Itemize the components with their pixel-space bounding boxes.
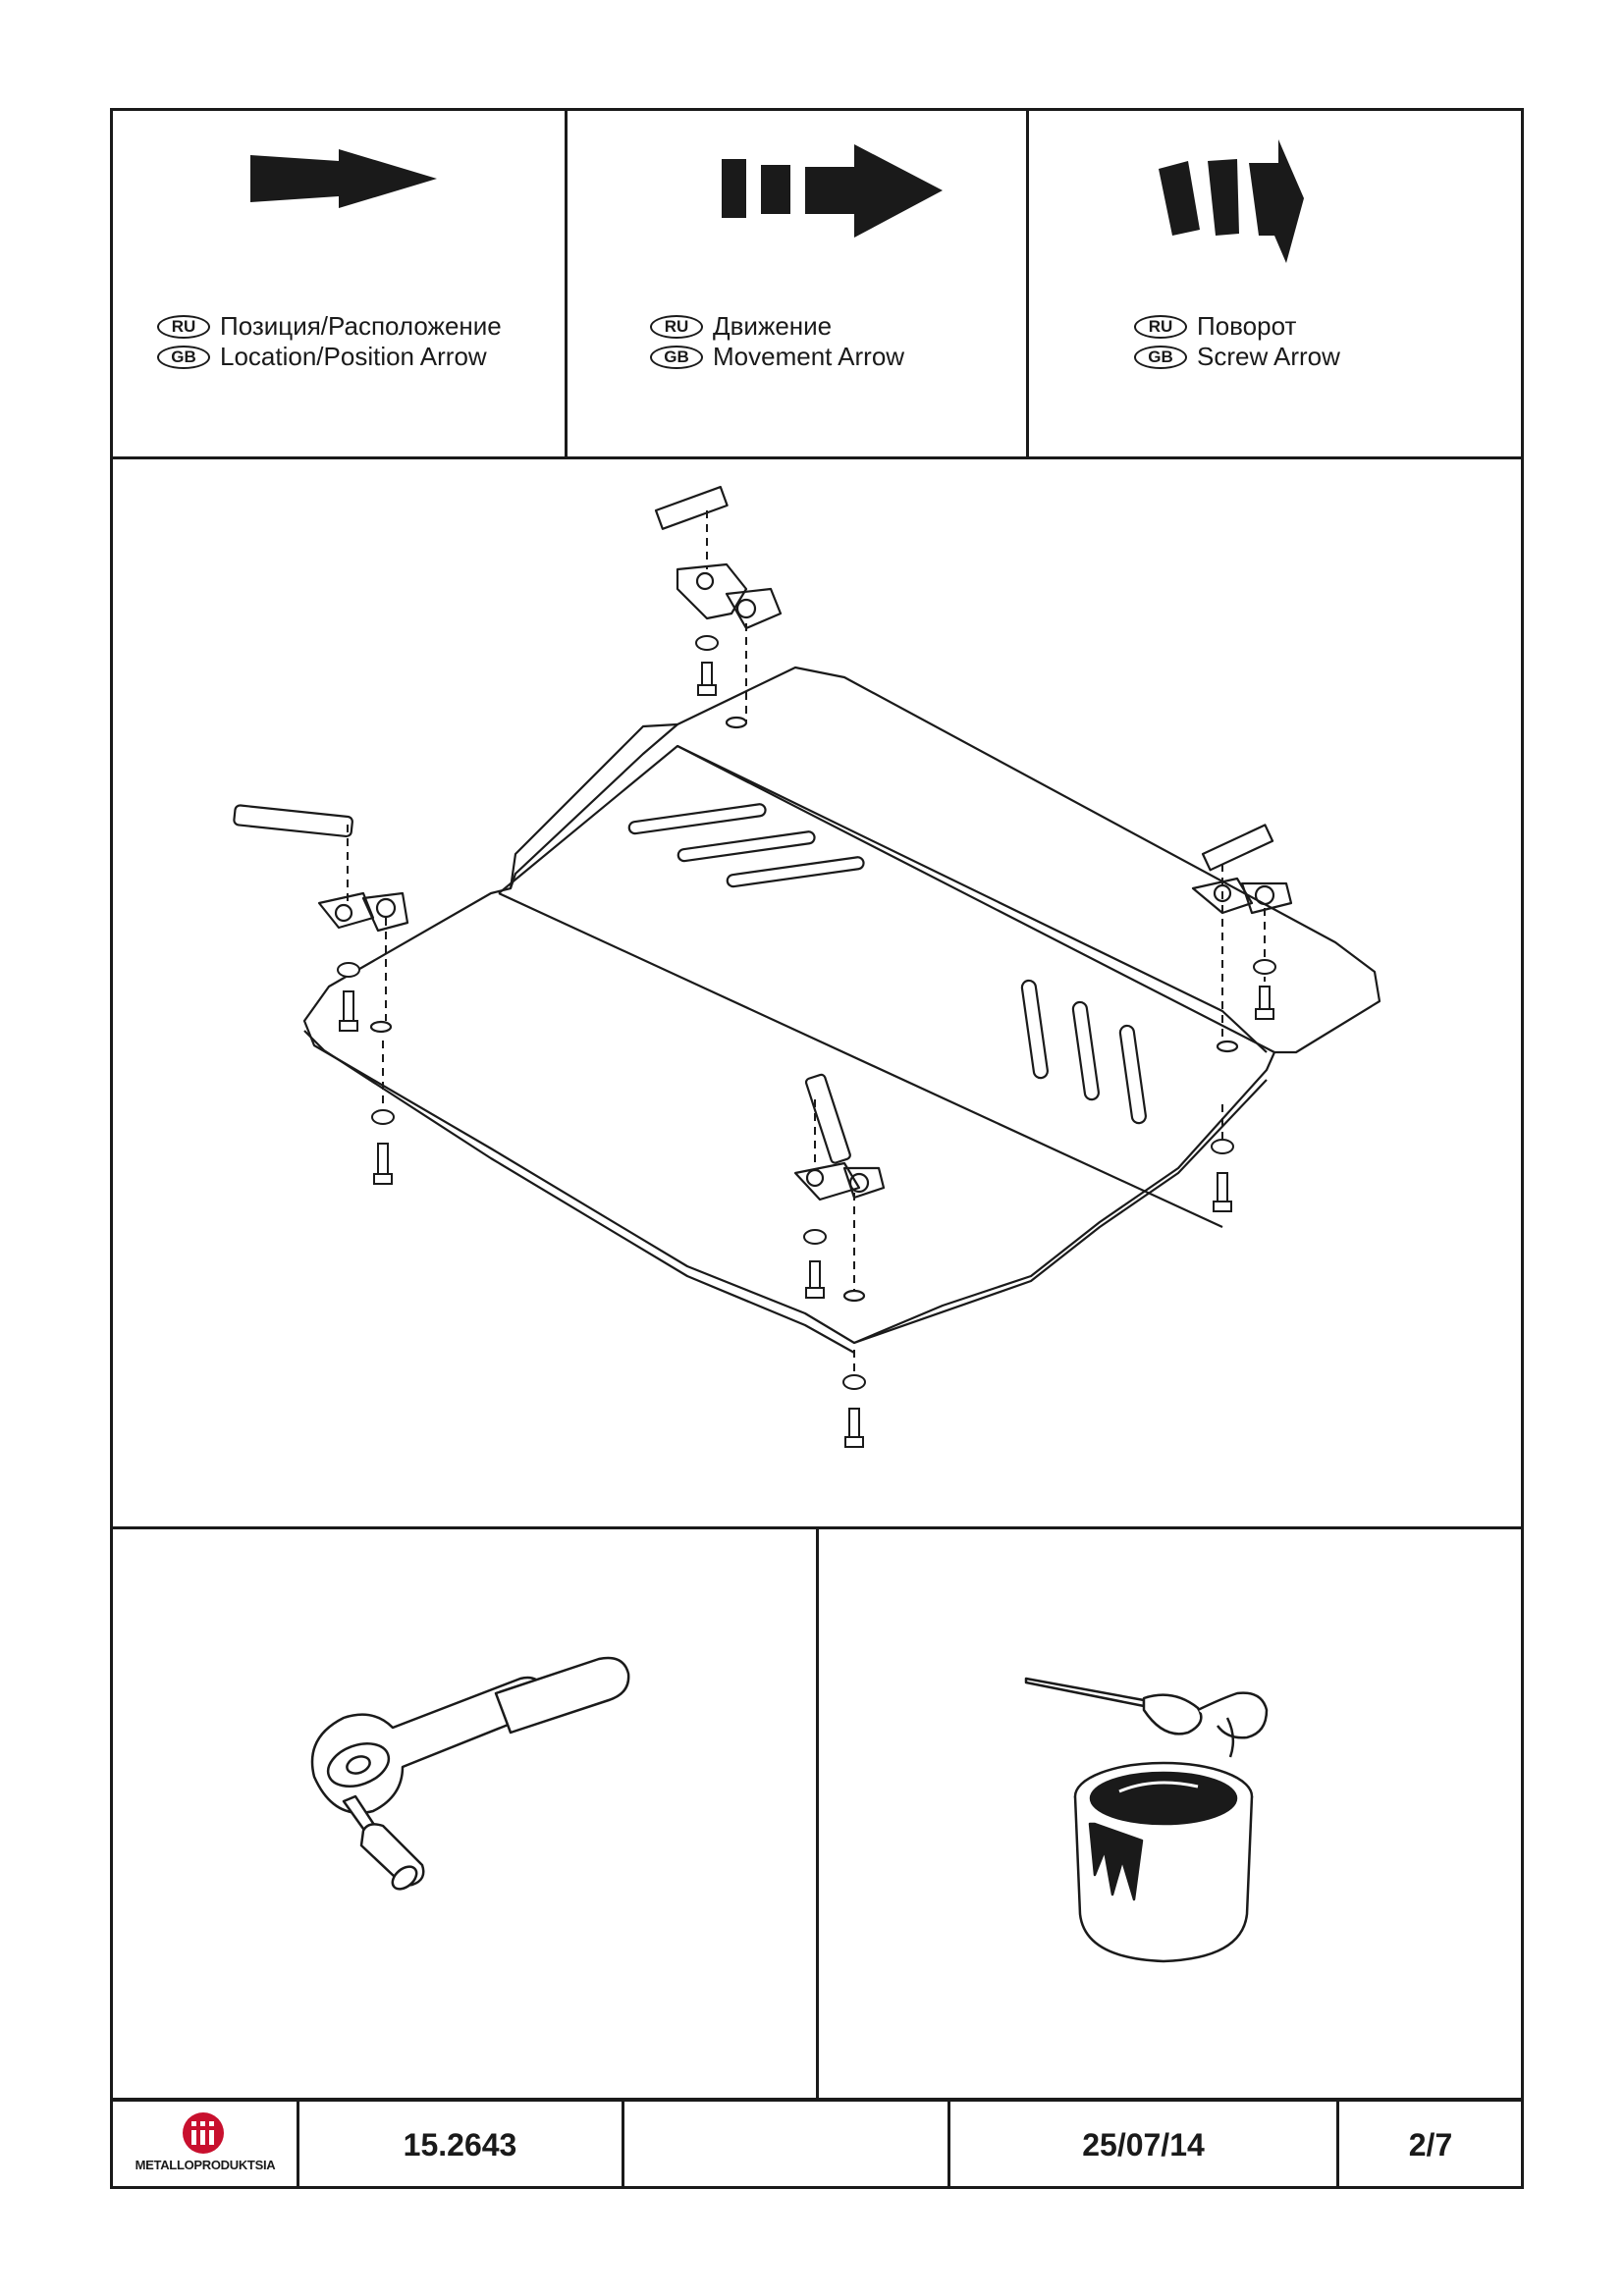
legend-screw-gb: Screw Arrow xyxy=(1197,342,1340,371)
divider-footer-4 xyxy=(1336,2098,1339,2189)
ru-badge: RU xyxy=(157,314,210,339)
page-frame xyxy=(110,108,1524,2189)
ru-badge: RU xyxy=(1134,314,1187,339)
divider-legend-2 xyxy=(1026,108,1029,458)
gb-badge: GB xyxy=(157,345,210,369)
page-number: 2/7 xyxy=(1408,2126,1453,2163)
divider-legend xyxy=(110,456,1524,459)
legend-location: RU Позиция/Расположение GB Location/Positi… xyxy=(157,311,502,372)
divider-footer-2 xyxy=(622,2098,624,2189)
metalloproduktsia-logo-icon xyxy=(183,2112,224,2154)
legend-movement-gb: Movement Arrow xyxy=(713,342,905,371)
solid-arrow-icon xyxy=(250,149,437,208)
logo-text: METALLOPRODUKTSIA xyxy=(135,2158,276,2172)
divider-tools xyxy=(816,1526,819,2101)
divider-legend-1 xyxy=(565,108,568,458)
legend-movement-ru: Движение xyxy=(713,311,833,341)
gb-badge: GB xyxy=(1134,345,1187,369)
revision-date: 25/07/14 xyxy=(1082,2126,1205,2163)
legend-screw: RU Поворот GB Screw Arrow xyxy=(1134,311,1340,372)
dashed-arrow-icon xyxy=(722,144,943,238)
legend-screw-ru: Поворот xyxy=(1197,311,1297,341)
part-number: 15.2643 xyxy=(403,2126,517,2163)
divider-footer-1 xyxy=(297,2098,299,2189)
skid-plate-assembly-diagram xyxy=(233,485,1381,1448)
ru-badge: RU xyxy=(650,314,703,339)
divider-footer xyxy=(110,2098,1524,2102)
legend-location-ru: Позиция/Расположение xyxy=(220,311,502,341)
gb-badge: GB xyxy=(650,345,703,369)
blank-cell xyxy=(624,2103,947,2187)
legend-location-gb: Location/Position Arrow xyxy=(220,342,487,371)
divider-footer-3 xyxy=(947,2098,950,2189)
legend-movement: RU Движение GB Movement Arrow xyxy=(650,311,904,372)
curved-arrow-icon xyxy=(1159,139,1304,263)
ratchet-wrench-icon xyxy=(310,1656,630,1891)
paint-brush-and-can-icon xyxy=(1024,1677,1269,1963)
